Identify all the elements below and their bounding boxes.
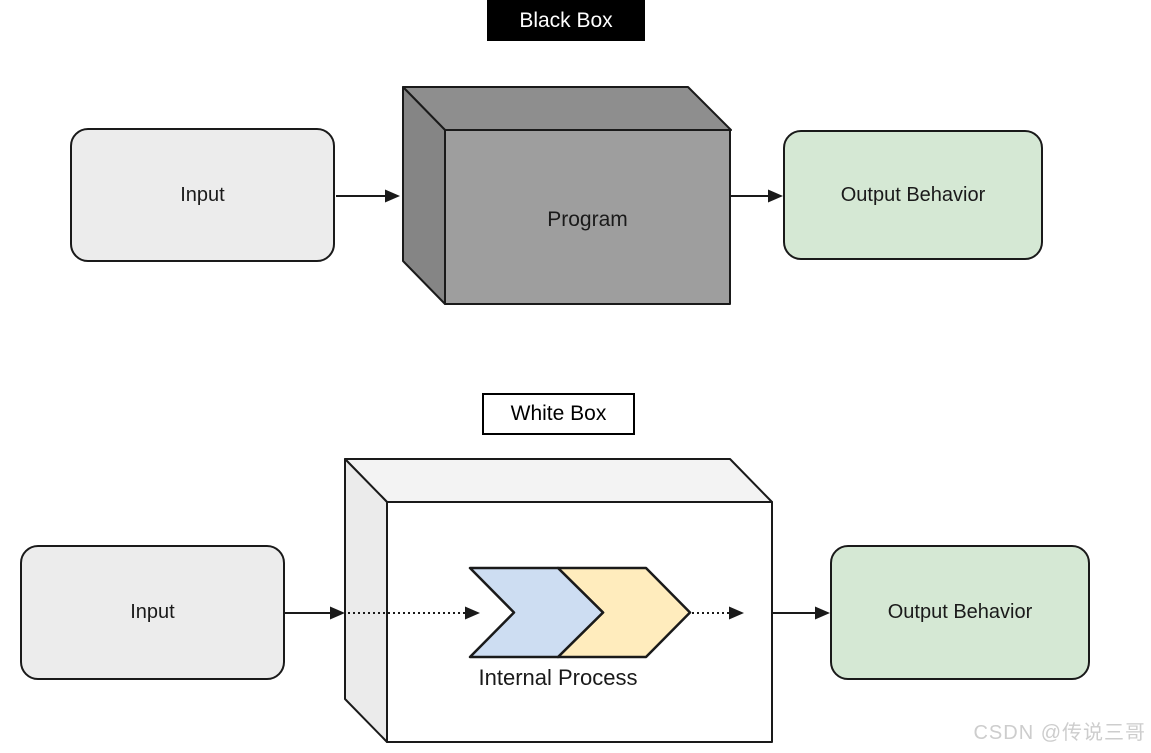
watermark: CSDN @传说三哥 [973,722,1146,744]
white-box-3d [344,458,773,743]
arrowhead-icon [729,606,744,620]
whitebox-input-node: Input [20,545,285,680]
white-box-side-face [344,458,388,743]
internal-process-chevrons [468,566,692,659]
program-box-top-face [402,86,732,131]
arrow-input-to-whitebox [285,606,345,620]
dotted-arrow-into-process [348,606,480,620]
arrow-program-to-output [731,189,783,203]
blackbox-output-node: Output Behavior [783,130,1043,260]
internal-process-label: Internal Process [478,665,638,690]
arrow-input-to-program [336,189,400,203]
program-box-front-face [444,129,731,305]
blackbox-input-node: Input [70,128,335,262]
arrowhead-icon [815,606,830,620]
white-box-top-face [344,458,773,503]
whitebox-output-node: Output Behavior [830,545,1090,680]
dotted-arrow-out-of-process [692,606,744,620]
white-box-title: White Box [482,393,635,435]
program-label: Program [547,208,628,231]
arrowhead-icon [385,189,400,203]
arrowhead-icon [768,189,783,203]
program-box-3d [402,86,732,305]
arrowhead-icon [465,606,480,620]
arrow-whitebox-to-output [773,606,830,620]
arrowhead-icon [330,606,345,620]
black-box-title: Black Box [487,0,645,41]
process-chevron-blue [468,566,605,659]
